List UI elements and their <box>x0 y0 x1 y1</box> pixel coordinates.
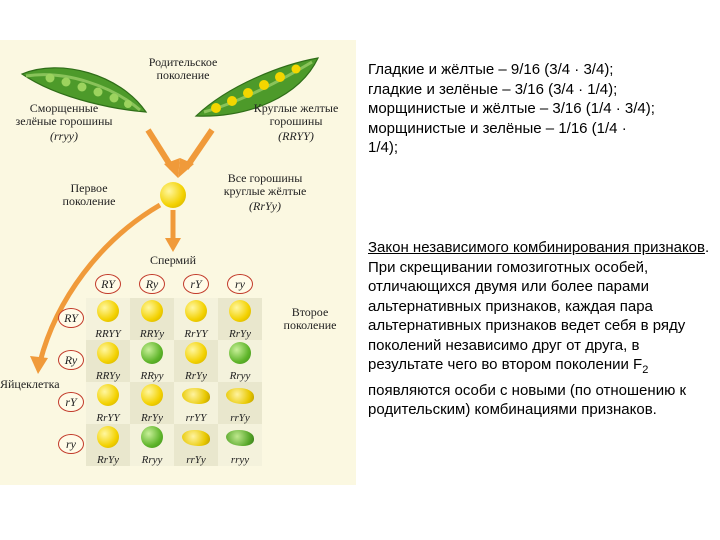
egg-gamete: ry <box>58 434 84 454</box>
sperm-gamete: RY <box>95 274 121 294</box>
genotype-label: rrYy <box>230 412 250 424</box>
punnett-cell: RrYy <box>218 298 262 340</box>
yellow-wrinkled-pea-icon <box>182 430 210 446</box>
dihybrid-cross-figure: Родительское поколение Сморщенные зелёны… <box>0 40 356 485</box>
genotype-label: rryy <box>230 454 250 466</box>
yellow-round-pea-icon <box>185 300 207 322</box>
punnett-cell: RRYY <box>86 298 130 340</box>
green-round-pea-icon <box>141 342 163 364</box>
punnett-cell: RrYy <box>86 424 130 466</box>
genotype-label: RRyy <box>140 370 164 382</box>
yellow-round-pea-icon <box>97 342 119 364</box>
ratio-line: гладкие и зелёные – 3/16 (3/4 · 1/4); <box>368 80 618 98</box>
pea-pods-illustration <box>20 57 320 178</box>
genotype-label: RrYy <box>229 328 251 340</box>
parent-generation-label: Родительское поколение <box>148 55 218 82</box>
wrinkled-green-label: Сморщенные зелёные горошины <box>15 101 113 128</box>
yellow-round-pea-icon <box>97 426 119 448</box>
law-title: Закон независимого комбинирования призна… <box>368 239 705 256</box>
green-wrinkled-pea-icon <box>226 430 254 446</box>
egg-gamete: RY <box>58 308 84 328</box>
genotype-label: RRYy <box>139 328 165 340</box>
punnett-cell: RRyy <box>130 340 174 382</box>
punnett-cell: RrYy <box>130 382 174 424</box>
genotype-label: Rryy <box>229 370 251 382</box>
yellow-pea-pod <box>194 57 320 117</box>
punnett-cell: RrYY <box>86 382 130 424</box>
punnett-cell: RrYY <box>174 298 218 340</box>
ratio-line: морщинистые и зелёные – 1/16 (1/4 · <box>368 119 627 137</box>
wrinkled-green-genotype: (rryy) <box>50 129 78 143</box>
punnett-cell: rrYy <box>174 424 218 466</box>
genotype-label: RrYy <box>185 370 207 382</box>
punnett-cell: RRYy <box>86 340 130 382</box>
yellow-round-pea-icon <box>97 384 119 406</box>
egg-label: Яйцеклетка <box>0 377 60 391</box>
punnett-cell: Rryy <box>218 340 262 382</box>
law-subscript: 2 <box>642 364 649 376</box>
green-round-pea-icon <box>141 426 163 448</box>
genotype-label: RrYy <box>141 412 163 424</box>
yellow-round-pea-icon <box>185 342 207 364</box>
f1-yellow-pea <box>160 182 186 208</box>
green-pea-pod <box>20 67 148 113</box>
sperm-gamete: Ry <box>139 274 165 294</box>
punnett-cell: RRYy <box>130 298 174 340</box>
ratio-line: морщинистые и жёлтые – 3/16 (1/4 · 3/4); <box>368 100 655 117</box>
genotype-label: rrYy <box>186 454 206 466</box>
punnett-cell: rryy <box>218 424 262 466</box>
punnett-cell: rrYy <box>218 382 262 424</box>
genotype-label: Rryy <box>141 454 163 466</box>
yellow-wrinkled-pea-icon <box>226 388 254 404</box>
sperm-gamete: rY <box>183 274 209 294</box>
sperm-label: Спермий <box>149 253 196 267</box>
ratio-line: Гладкие и жёлтые – 9/16 (3/4 · 3/4); <box>368 61 614 78</box>
sperm-gamete: ry <box>227 274 253 294</box>
yellow-round-pea-icon <box>141 384 163 406</box>
yellow-wrinkled-pea-icon <box>182 388 210 404</box>
ratio-line: 1/4); <box>368 139 399 156</box>
round-yellow-label: Круглые желтые горошины <box>253 101 339 128</box>
yellow-round-pea-icon <box>97 300 119 322</box>
all-round-yellow-genotype: (RrYy) <box>249 199 281 213</box>
law-paragraph: Закон независимого комбинирования призна… <box>368 238 713 420</box>
punnett-cell: Rryy <box>130 424 174 466</box>
law-tail: появляются особи с новыми (по отношению … <box>368 381 687 419</box>
genotype-label: RrYY <box>96 412 120 424</box>
egg-gamete: rY <box>58 392 84 412</box>
genotype-label: RrYy <box>97 454 119 466</box>
genotype-label: RRYy <box>95 370 121 382</box>
law-body: . При скрещивании гомозиготных особей, о… <box>368 239 710 373</box>
genotype-label: rrYY <box>185 412 207 424</box>
yellow-round-pea-icon <box>229 300 251 322</box>
egg-gamete: Ry <box>58 350 84 370</box>
punnett-cell: rrYY <box>174 382 218 424</box>
all-round-yellow-label: Все горошины круглые жёлтые <box>223 171 307 198</box>
second-generation-label: Второе поколение <box>283 305 337 332</box>
round-yellow-genotype: (RRYY) <box>278 129 314 143</box>
first-generation-label: Первое поколение <box>62 181 116 208</box>
punnett-cell: RrYy <box>174 340 218 382</box>
green-round-pea-icon <box>229 342 251 364</box>
yellow-round-pea-icon <box>141 300 163 322</box>
genotype-label: RrYY <box>184 328 208 340</box>
genotype-label: RRYY <box>95 328 121 340</box>
